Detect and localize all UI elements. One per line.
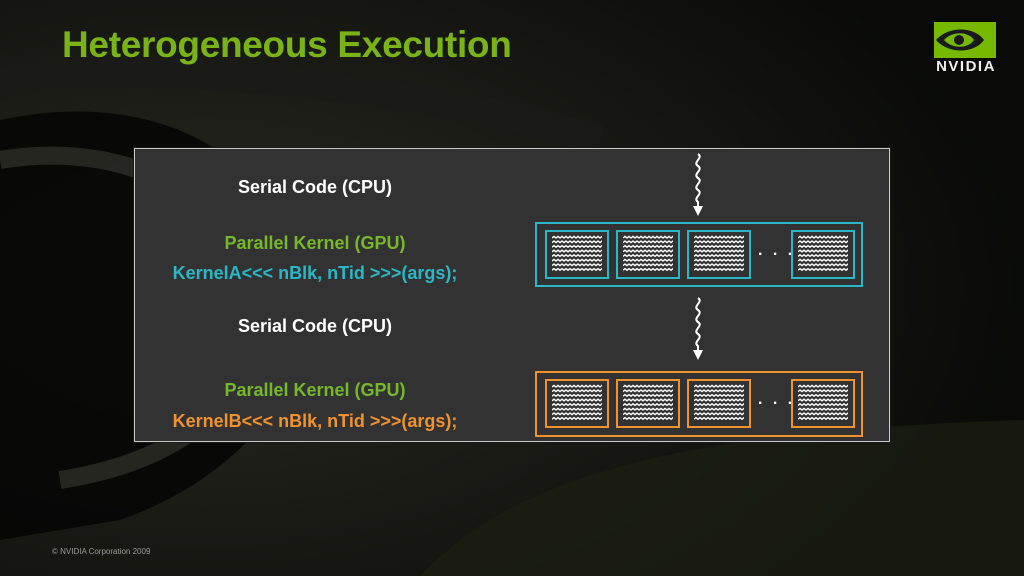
nvidia-wordmark: NVIDIA [936,58,996,75]
slide-title: Heterogeneous Execution [62,24,512,65]
kernel-b-launch: KernelB<<< nBlk, nTid >>>(args); [172,411,458,431]
thread-lines-icon [623,384,673,421]
thread-lines-icon [552,384,602,421]
thread-lines-icon [694,384,744,421]
ellipsis: . . . [758,242,796,259]
kernel-a-grid: . . . [535,222,863,287]
thread-block [616,230,680,279]
thread-lines-icon [798,235,848,272]
wavy-thread-arrow-icon [693,153,703,216]
thread-block [616,379,680,428]
execution-panel: Serial Code (CPU) Parallel Kernel (GPU) … [134,148,890,442]
thread-block [791,379,855,428]
thread-lines-icon [694,235,744,272]
thread-block [545,379,609,428]
parallel-kernel-label-2: Parallel Kernel (GPU) [224,380,406,400]
thread-lines-icon [552,235,602,272]
thread-lines-icon [623,235,673,272]
thread-block [545,230,609,279]
serial-code-label-2: Serial Code (CPU) [237,316,393,336]
thread-block [791,230,855,279]
thread-lines-icon [798,384,848,421]
copyright-notice: © NVIDIA Corporation 2009 [52,547,151,556]
wavy-thread-arrow-icon [693,297,703,360]
serial-code-label-1: Serial Code (CPU) [237,177,393,197]
kernel-b-grid: . . . [535,371,863,437]
ellipsis: . . . [758,391,796,408]
parallel-kernel-label-1: Parallel Kernel (GPU) [224,233,406,253]
thread-block [687,230,751,279]
thread-block [687,379,751,428]
nvidia-eye-logo-icon [934,22,996,58]
kernel-a-launch: KernelA<<< nBlk, nTid >>>(args); [172,263,458,283]
